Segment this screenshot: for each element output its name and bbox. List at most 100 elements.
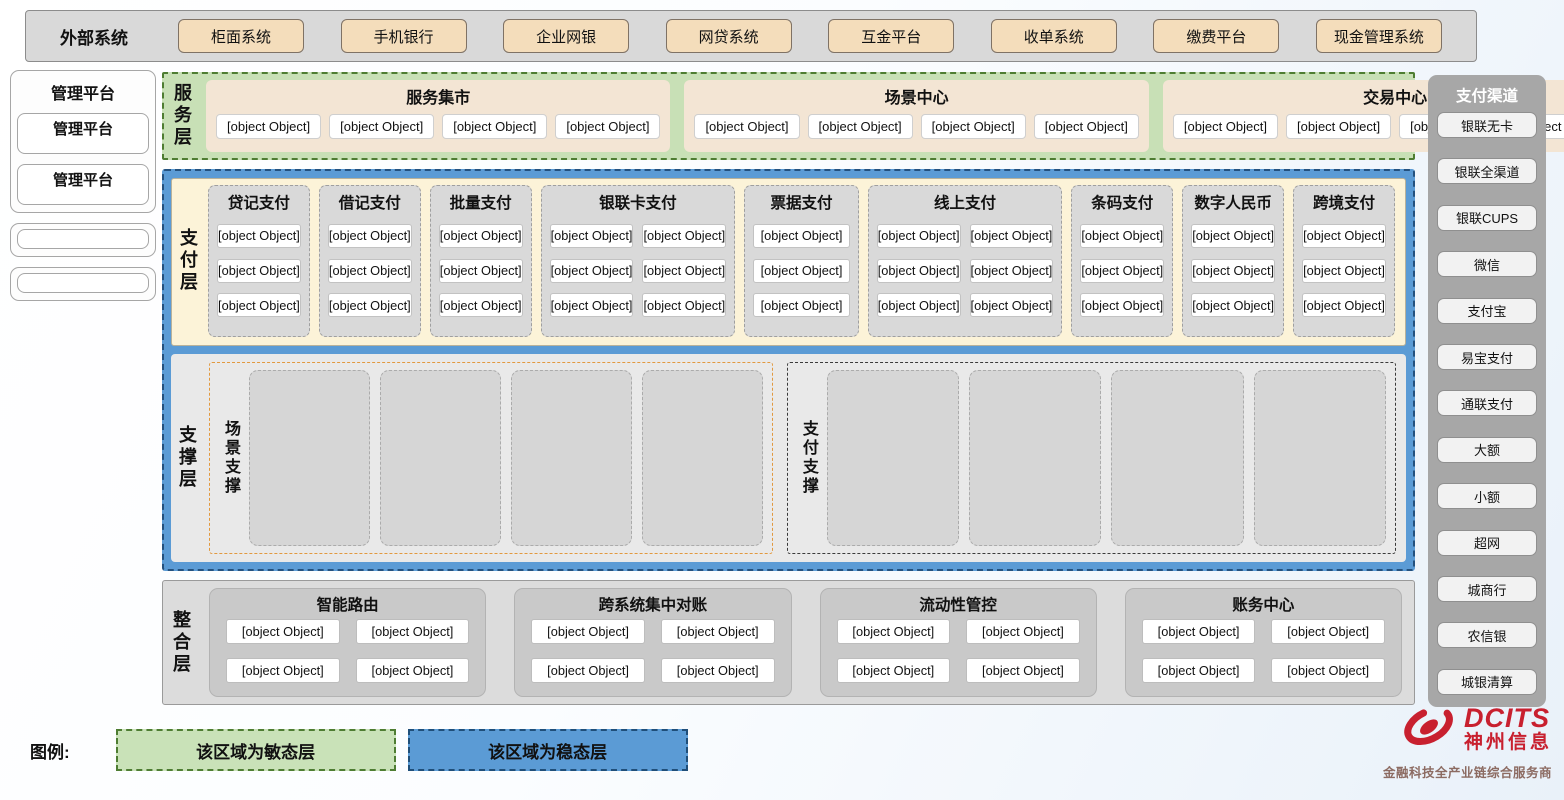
management-group: 管理平台 bbox=[17, 113, 149, 154]
payment-channel-block: 易宝支付 bbox=[1437, 344, 1537, 371]
management-group bbox=[17, 229, 149, 249]
payment-item-block: [object Object] bbox=[327, 293, 412, 318]
payment-item-block: [object Object] bbox=[1302, 223, 1386, 248]
management-groups bbox=[17, 273, 149, 293]
integration-item-block: [object Object] bbox=[1141, 657, 1256, 683]
brand-name-en: DCITS bbox=[1463, 702, 1550, 733]
payment-column-title: 跨境支付 bbox=[1313, 195, 1376, 212]
integration-item-block: [object Object] bbox=[836, 657, 951, 683]
integration-box-title: 账务中心 bbox=[1232, 597, 1295, 614]
integration-item-block: [object Object] bbox=[226, 657, 340, 683]
management-panels: 管理平台 管理平台 管理平台 bbox=[10, 70, 156, 702]
service-center-box: 场景中心 [object Object][object Object][obje… bbox=[684, 80, 1149, 152]
stable-layer-container: 支付层 贷记支付 [object Object][object Object][… bbox=[162, 169, 1415, 571]
payment-channel-block: 城商行 bbox=[1437, 576, 1537, 603]
management-group: 管理平台 bbox=[17, 164, 149, 205]
integration-box-items: [object Object] [object Object] [object Ob… bbox=[1141, 615, 1385, 687]
service-item-block: [object Object] bbox=[807, 114, 913, 139]
payment-layer: 支付层 贷记支付 [object Object][object Object][… bbox=[171, 178, 1406, 346]
payment-column: 批量支付 [object Object][object Object][obje… bbox=[429, 185, 532, 337]
payment-channel-block: 小额 bbox=[1437, 483, 1537, 510]
payment-item-block: [object Object] bbox=[1302, 258, 1386, 283]
integration-item-block: [object Object] bbox=[1271, 657, 1385, 683]
payment-column-items: [object Object] [object Object] [object Ob… bbox=[1302, 213, 1386, 328]
support-column-items bbox=[1264, 375, 1376, 537]
payment-channel-block: 银联无卡 bbox=[1437, 112, 1537, 138]
payment-item-block: [object Object] bbox=[1191, 258, 1276, 283]
integration-box-title: 智能路由 bbox=[316, 597, 379, 614]
support-column-items bbox=[390, 375, 491, 537]
integration-item-block: [object Object] bbox=[1271, 619, 1385, 645]
payment-item-block: [object Object] bbox=[1080, 258, 1165, 283]
payment-channel-block: 微信 bbox=[1437, 251, 1537, 278]
payment-column-items: [object Object][object Object][object Ob… bbox=[753, 213, 850, 328]
legend-box: 该区域为敏态层 bbox=[115, 729, 396, 771]
external-system-block: 企业网银 bbox=[503, 19, 630, 53]
payment-item-block: [object Object] bbox=[549, 293, 634, 318]
external-systems-label: 外部系统 bbox=[60, 28, 128, 48]
management-groups bbox=[17, 229, 149, 249]
dcits-logo-icon bbox=[1400, 702, 1458, 757]
payment-column-title: 借记支付 bbox=[338, 195, 401, 212]
integration-item-block: [object Object] bbox=[836, 619, 951, 645]
integration-item-block: [object Object] bbox=[966, 657, 1080, 683]
support-column-items bbox=[521, 375, 622, 537]
payment-item-block: [object Object] bbox=[438, 258, 523, 283]
payment-column: 数字人民币 [object Object][object Object][obj… bbox=[1182, 185, 1285, 337]
integration-box: 跨系统集中对账 [object Object][object Object][o… bbox=[514, 588, 792, 697]
payment-column-title: 线上支付 bbox=[934, 195, 997, 212]
support-column-items bbox=[652, 375, 753, 537]
integration-layer: 整合层 智能路由 [object Object][object Object][… bbox=[162, 580, 1415, 705]
payment-column-title: 银联卡支付 bbox=[599, 195, 677, 212]
external-system-block: 现金管理系统 bbox=[1315, 19, 1442, 53]
management-panel bbox=[10, 267, 156, 301]
management-group-title: 管理平台 bbox=[52, 121, 113, 138]
payment-column-title: 贷记支付 bbox=[227, 195, 290, 212]
service-item-block: [object Object] bbox=[694, 114, 800, 139]
support-group-columns bbox=[249, 370, 763, 546]
payment-item-block: [object Object] bbox=[876, 223, 961, 248]
service-center-title: 服务集市 bbox=[406, 90, 471, 107]
support-column-items bbox=[979, 375, 1091, 537]
integration-item-block: [object Object] bbox=[1141, 619, 1256, 645]
payment-item-block: [object Object] bbox=[753, 258, 850, 283]
management-group-title: 管理平台 bbox=[52, 172, 113, 189]
management-panel bbox=[10, 223, 156, 257]
payment-item-block: [object Object] bbox=[438, 223, 523, 248]
service-item-block: [object Object] bbox=[1285, 114, 1392, 139]
legend-box-text: 该区域为敏态层 bbox=[196, 742, 316, 762]
payment-column-items: [object Object][object Object][object Ob… bbox=[217, 213, 301, 328]
payment-column-title: 批量支付 bbox=[449, 195, 512, 212]
support-column bbox=[969, 370, 1102, 546]
dcits-branding: DCITS 神州信息 金融科技全产业链综合服务商 bbox=[1352, 702, 1552, 781]
payment-item-block: [object Object] bbox=[753, 223, 850, 248]
support-group-label: 场景支撑 bbox=[222, 420, 239, 496]
service-center-title: 交易中心 bbox=[1363, 90, 1428, 107]
payment-item-block: [object Object] bbox=[1302, 293, 1386, 318]
integration-item-block: [object Object] bbox=[660, 657, 775, 683]
integration-box-items: [object Object] [object Object] [object Ob… bbox=[836, 615, 1080, 687]
payment-column-title: 票据支付 bbox=[770, 195, 833, 212]
management-platform-title: 管理平台 bbox=[50, 86, 115, 103]
integration-item-block: [object Object] bbox=[531, 619, 645, 645]
service-item-block: [object Object] bbox=[555, 114, 661, 139]
service-center-items: [object Object] [object Object] [object Ob… bbox=[694, 108, 1139, 145]
payment-item-block: [object Object] bbox=[549, 223, 634, 248]
service-item-block: [object Object] bbox=[920, 114, 1026, 139]
external-systems-bar: 外部系统 柜面系统手机银行企业网银网贷系统互金平台收单系统缴费平台现金管理系统 bbox=[25, 10, 1477, 62]
payment-column-title: 条码支付 bbox=[1091, 195, 1154, 212]
payment-channels-title: 支付渠道 bbox=[1455, 88, 1518, 105]
support-group: 支付支撑 bbox=[786, 362, 1396, 554]
service-item-block: [object Object] bbox=[329, 114, 435, 139]
payment-item-block: [object Object] bbox=[969, 223, 1054, 248]
payment-item-block: [object Object] bbox=[1191, 293, 1276, 318]
legend-label: 图例: bbox=[30, 742, 70, 762]
service-center-title: 场景中心 bbox=[884, 90, 949, 107]
payment-item-block: [object Object] bbox=[642, 293, 727, 318]
external-system-block: 缴费平台 bbox=[1153, 19, 1280, 53]
support-layer-label: 支撑层 bbox=[177, 425, 197, 491]
integration-box: 账务中心 [object Object][object Object][obje… bbox=[1124, 588, 1402, 697]
support-column bbox=[379, 370, 501, 546]
external-system-block: 网贷系统 bbox=[665, 19, 792, 53]
